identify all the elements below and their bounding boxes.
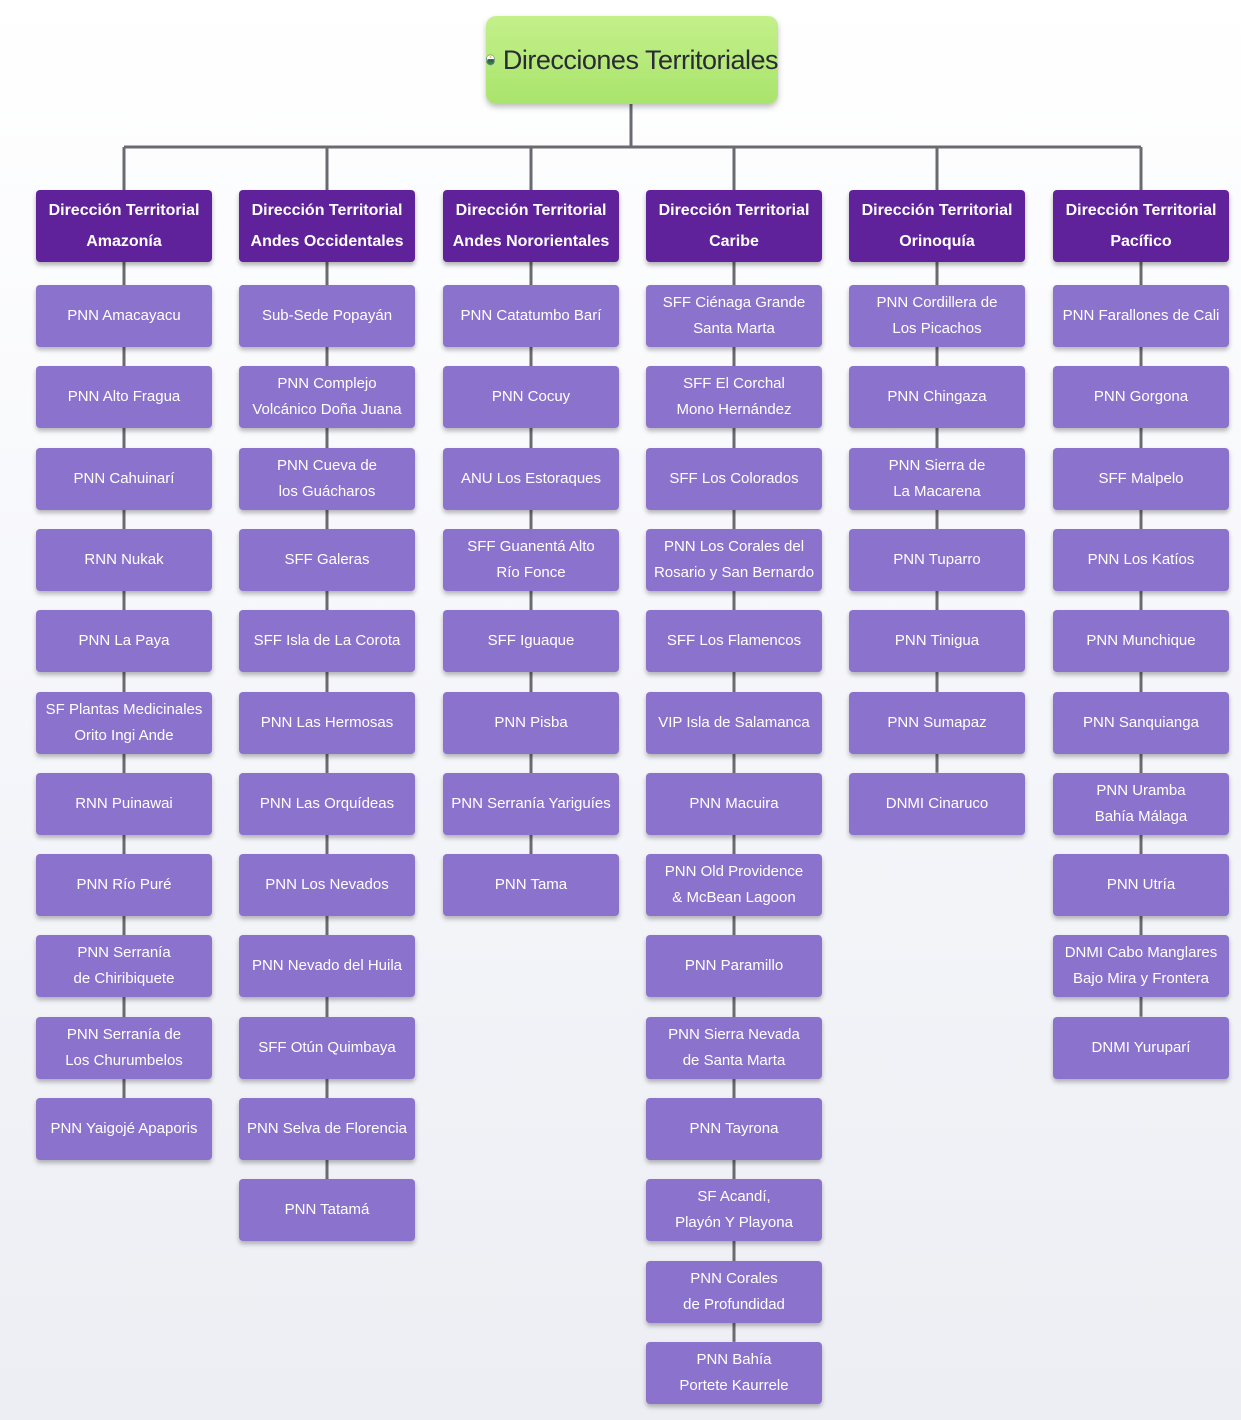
park-node: PNN Serranía de Los Churumbelos	[36, 1016, 212, 1079]
park-node: PNN Paramillo	[646, 935, 822, 998]
park-node: PNN Munchique	[1053, 610, 1229, 673]
column-header: Dirección Territorial Amazonía	[36, 190, 212, 262]
park-node: PNN Tama	[443, 854, 619, 917]
park-node: PNN Amacayacu	[36, 285, 212, 347]
park-node: PNN Cordillera de Los Picachos	[849, 285, 1025, 347]
park-node: PNN Yaigojé Apaporis	[36, 1098, 212, 1160]
park-node: SFF Isla de La Corota	[239, 610, 415, 673]
park-node: PNN Selva de Florencia	[239, 1098, 415, 1160]
park-node: PNN Macuira	[646, 772, 822, 835]
park-node: SFF Los Colorados	[646, 447, 822, 510]
park-node: SFF Galeras	[239, 528, 415, 591]
column-header: Dirección Territorial Andes Occidentales	[239, 190, 415, 262]
park-node: RNN Nukak	[36, 528, 212, 591]
park-node: PNN Tuparro	[849, 528, 1025, 591]
park-node: PNN Utría	[1053, 854, 1229, 917]
park-node: PNN Complejo Volcánico Doña Juana	[239, 366, 415, 429]
park-node: SFF Otún Quimbaya	[239, 1016, 415, 1079]
park-node: PNN Tatamá	[239, 1179, 415, 1242]
park-node: SFF El Corchal Mono Hernández	[646, 366, 822, 429]
park-node: PNN Sumapaz	[849, 691, 1025, 754]
column-header: Dirección Territorial Andes Nororientale…	[443, 190, 619, 262]
park-node: PNN Pisba	[443, 691, 619, 754]
park-node: PNN Las Hermosas	[239, 691, 415, 754]
park-node: PNN Farallones de Cali	[1053, 285, 1229, 347]
park-node: RNN Puinawai	[36, 772, 212, 835]
park-node: PNN La Paya	[36, 610, 212, 673]
park-node: PNN Chingaza	[849, 366, 1025, 429]
park-node: VIP Isla de Salamanca	[646, 691, 822, 754]
park-node: PNN Sierra de La Macarena	[849, 447, 1025, 510]
park-node: DNMI Cinaruco	[849, 772, 1025, 835]
park-node: DNMI Cabo Manglares Bajo Mira y Frontera	[1053, 935, 1229, 998]
park-node: SFF Ciénaga Grande Santa Marta	[646, 285, 822, 347]
park-node: SFF Los Flamencos	[646, 610, 822, 673]
park-node: PNN Corales de Profundidad	[646, 1260, 822, 1323]
park-node: PNN Gorgona	[1053, 366, 1229, 429]
park-node: SFF Guanentá Alto Río Fonce	[443, 528, 619, 591]
root-node: Direcciones Territoriales	[486, 16, 779, 104]
park-node: PNN Serranía Yariguíes	[443, 772, 619, 835]
park-node: PNN Uramba Bahía Málaga	[1053, 772, 1229, 835]
park-node: PNN Los Katíos	[1053, 528, 1229, 591]
park-node: SF Acandí, Playón Y Playona	[646, 1179, 822, 1242]
park-node: PNN Nevado del Huila	[239, 935, 415, 998]
park-node: PNN Sierra Nevada de Santa Marta	[646, 1016, 822, 1079]
park-node: SFF Iguaque	[443, 610, 619, 673]
park-node: PNN Cahuinarí	[36, 447, 212, 510]
column-header: Dirección Territorial Caribe	[646, 190, 822, 262]
park-node: PNN Serranía de Chiribiquete	[36, 935, 212, 998]
park-node: PNN Los Corales del Rosario y San Bernar…	[646, 528, 822, 591]
park-node: PNN Alto Fragua	[36, 366, 212, 429]
park-node: PNN Cueva de los Guácharos	[239, 447, 415, 510]
parques-nacionales-logo-icon	[486, 54, 495, 66]
root-title: Direcciones Territoriales	[502, 44, 779, 75]
park-node: ANU Los Estoraques	[443, 447, 619, 510]
column-header: Dirección Territorial Orinoquía	[849, 190, 1025, 262]
park-node: PNN Las Orquídeas	[239, 772, 415, 835]
park-node: PNN Tinigua	[849, 610, 1025, 673]
park-node: SF Plantas Medicinales Orito Ingi Ande	[36, 691, 212, 754]
park-node: PNN Río Puré	[36, 854, 212, 917]
park-node: PNN Sanquianga	[1053, 691, 1229, 754]
park-node: PNN Catatumbo Barí	[443, 285, 619, 347]
column-header: Dirección Territorial Pacífico	[1053, 190, 1229, 262]
park-node: PNN Los Nevados	[239, 854, 415, 917]
park-node: DNMI Yuruparí	[1053, 1016, 1229, 1079]
park-node: Sub-Sede Popayán	[239, 285, 415, 347]
park-node: PNN Old Providence & McBean Lagoon	[646, 854, 822, 917]
park-node: PNN Cocuy	[443, 366, 619, 429]
park-node: SFF Malpelo	[1053, 447, 1229, 510]
park-node: PNN Tayrona	[646, 1098, 822, 1160]
park-node: PNN Bahía Portete Kaurrele	[646, 1341, 822, 1404]
